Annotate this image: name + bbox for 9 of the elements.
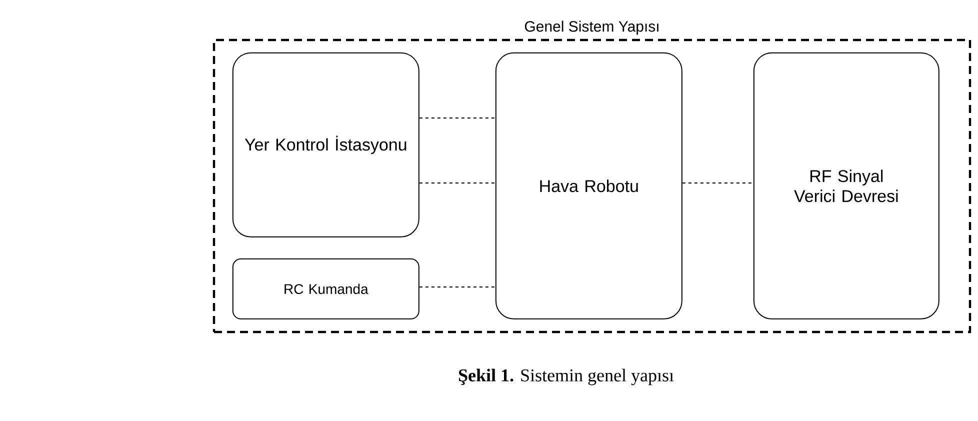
process-box: Yer Kontrol İstasyonu <box>232 52 420 238</box>
connector-line <box>418 286 496 288</box>
process-box: RF Sinyal Verici Devresi <box>753 52 940 320</box>
connector-line <box>418 182 496 184</box>
node-label: Genel Sistem Yapısı <box>524 20 658 35</box>
process-box: RC Kumanda <box>232 258 420 320</box>
figure-caption: Şekil 1. Sistemin genel yapısı <box>458 368 674 386</box>
process-box: Hava Robotu <box>495 52 682 320</box>
connector-line <box>682 182 754 184</box>
